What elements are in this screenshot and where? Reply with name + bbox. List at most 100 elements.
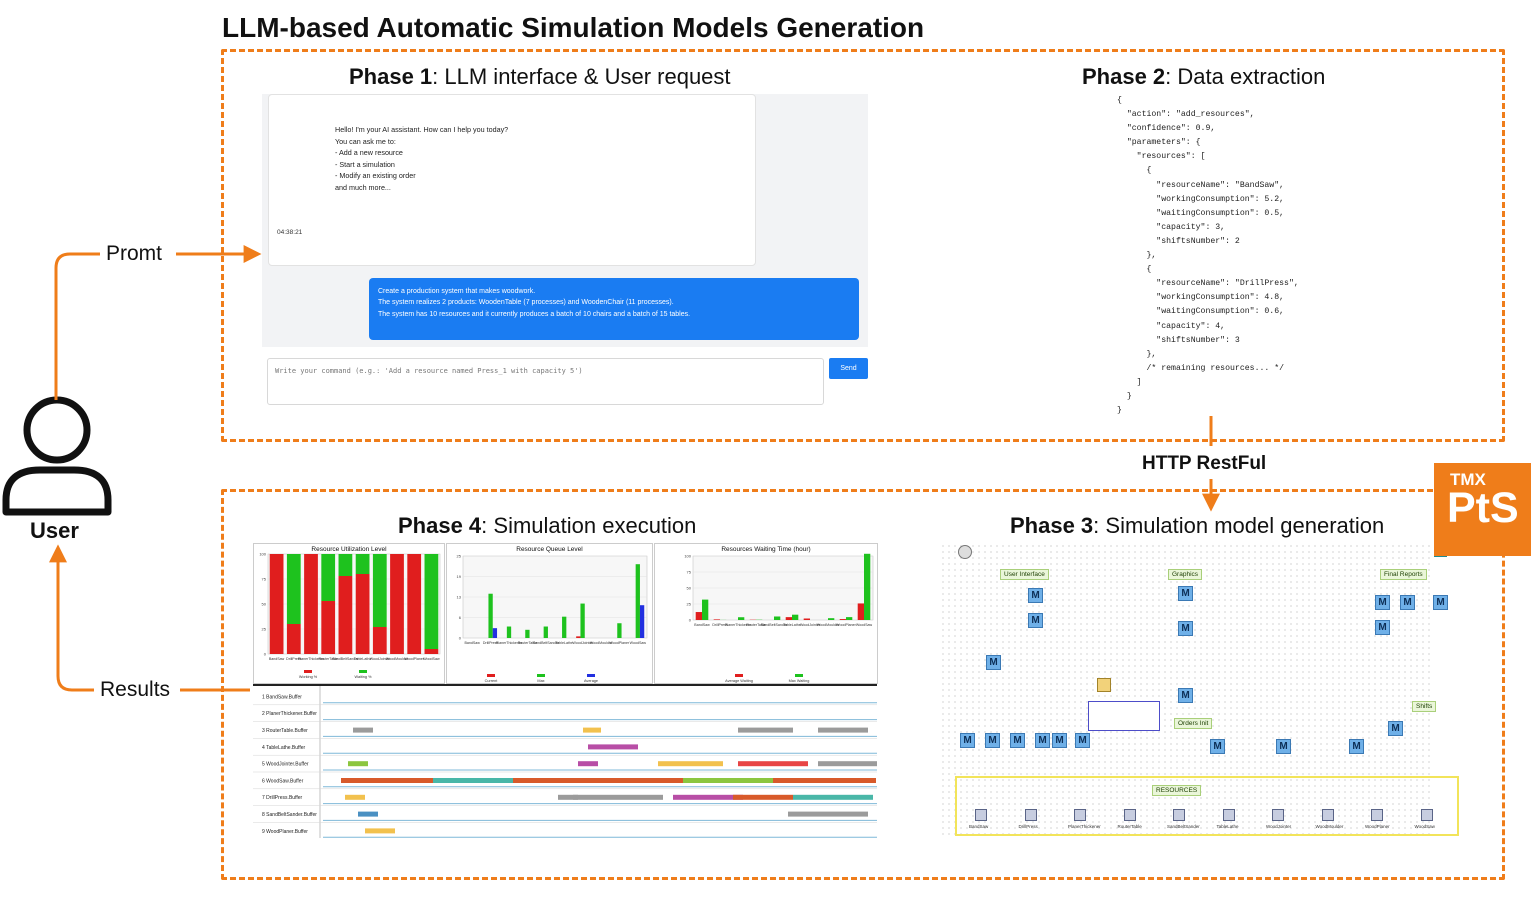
legend-swatch (735, 674, 743, 677)
bar-working- (355, 574, 370, 654)
category-label: WoodSaw (630, 641, 647, 645)
tick-label: 50 (262, 602, 267, 607)
bar-average-waiting (785, 617, 792, 620)
tick-label: 0 (689, 618, 692, 623)
bar-max-waiting (828, 618, 835, 620)
category-label: WoodJointer (800, 623, 821, 627)
method-icon: M (1178, 621, 1193, 636)
category-label: WoodMoulder (590, 641, 613, 645)
resource-label: DrillPress (1018, 824, 1038, 829)
legend-label: Max Waiting (789, 679, 810, 683)
gantt-block (788, 811, 868, 817)
category-label: BandSaw (269, 657, 285, 661)
resource-icon (975, 809, 987, 821)
category-label: WoodJointer (370, 657, 391, 661)
bar-working- (321, 601, 336, 654)
category-label: DrillPress (286, 657, 302, 661)
bar-working- (407, 554, 422, 654)
gantt-block (738, 727, 793, 733)
bar-average-waiting (839, 619, 846, 620)
method-icon: M (1178, 688, 1193, 703)
bar-average-waiting (803, 618, 810, 620)
logo-pts: PtS (1447, 484, 1519, 532)
bottom-frame (221, 489, 1505, 880)
legend-label: Max (537, 679, 544, 683)
method-icon: M (986, 655, 1001, 670)
assistant-message-time: 04:38:21 (277, 229, 303, 236)
category-label: RouterTable (746, 623, 765, 627)
category-label: TableLathe (354, 657, 372, 661)
tick-label: 13 (457, 595, 462, 600)
gantt-block (365, 828, 395, 834)
tmx-pts-logo: TMX PtS (1434, 463, 1531, 556)
gantt-block (578, 761, 598, 767)
resource-label: PlanerThickener (1068, 824, 1101, 829)
bar-max (617, 623, 622, 638)
method-icon: M (1210, 739, 1225, 754)
legend-swatch (304, 670, 312, 673)
legend-swatch (359, 670, 367, 673)
tag-user-interface: User Interface (1000, 569, 1049, 580)
gantt-block (658, 761, 723, 767)
category-label: PlanerThickener (496, 641, 523, 645)
method-icon: M (1028, 613, 1043, 628)
bar-max (488, 593, 493, 638)
json-output: { "action": "add_resources", "confidence… (1117, 96, 1299, 416)
bar-waiting- (355, 554, 370, 574)
category-label: WoodSaw (423, 657, 440, 661)
resource-icon (1024, 809, 1037, 821)
send-button[interactable]: Send (829, 358, 868, 379)
category-label: WoodPlaner (404, 657, 425, 661)
prompt-label: Promt (106, 242, 163, 265)
command-input-placeholder: Write your command (e.g.: 'Add a resourc… (275, 367, 583, 375)
phase2-header: Phase 2: Data extraction (1082, 64, 1326, 89)
bar-max (525, 629, 530, 638)
method-icon: M (1075, 733, 1090, 748)
queue-chart-title: Resource Queue Level (516, 546, 583, 553)
resource-label: SandBeltSander (1167, 824, 1200, 829)
tick-label: 0 (459, 636, 462, 641)
gantt-row-label: 4 TableLathe.Buffer (262, 745, 306, 751)
gantt-block (673, 794, 743, 800)
bar-max (506, 626, 512, 638)
resource-label: WoodPlaner (1365, 824, 1390, 829)
gantt-block (341, 778, 876, 783)
tag-graphics: Graphics (1168, 569, 1203, 580)
tick-label: 100 (684, 554, 691, 559)
legend-label: Average (584, 679, 598, 683)
clock-icon (958, 545, 972, 559)
legend-swatch (587, 674, 595, 677)
energy-icon (1097, 678, 1111, 692)
category-label: WoodPlaner (836, 623, 857, 627)
assistant-message-text: Hello! I'm your AI assistant. How can I … (335, 125, 509, 192)
phase4-header: Phase 4: Simulation execution (398, 513, 697, 538)
category-label: SandBeltSander (761, 623, 788, 627)
gantt-block (733, 794, 793, 800)
category-label: PlanerThickener (298, 657, 325, 661)
tick-label: 75 (262, 577, 267, 582)
gantt-block (818, 727, 868, 733)
legend-swatch (795, 674, 803, 677)
bar-average (492, 628, 498, 638)
waiting-chart-title: Resources Waiting Time (hour) (721, 546, 811, 553)
prompt-arrow (54, 254, 258, 400)
method-icon: M (1035, 733, 1050, 748)
bar-max (562, 616, 567, 638)
method-icon: M (1375, 595, 1390, 610)
gantt-block (738, 761, 808, 767)
command-input[interactable] (267, 358, 824, 405)
logo-tmx: TMX (1450, 470, 1486, 489)
resource-label: WoodSaw (1414, 824, 1435, 829)
category-label: WoodPlaner (610, 641, 631, 645)
category-label: RouterTable (518, 641, 537, 645)
legend-swatch (487, 674, 495, 677)
method-icon: M (1375, 620, 1390, 635)
bar-waiting- (286, 554, 301, 624)
bar-max-waiting (864, 553, 871, 620)
tag-orders-init: Orders Init (1174, 718, 1213, 729)
gantt-row-label: 3 RouterTable.Buffer (262, 728, 308, 734)
bar-max-waiting (774, 616, 781, 620)
category-label: SandBeltSander (332, 657, 359, 661)
tick-label: 75 (687, 570, 692, 575)
results-label: Results (100, 678, 171, 701)
